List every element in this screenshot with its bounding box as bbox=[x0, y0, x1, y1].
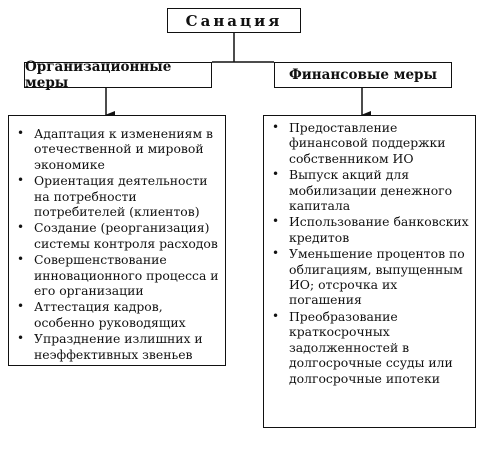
list-item: • Предоставление финансовой поддержки соб… bbox=[270, 120, 471, 166]
list-item-text: Упразднение излишних и неэффективных зве… bbox=[34, 331, 203, 362]
list-item-text: Преобразование краткосрочных задолженнос… bbox=[289, 308, 453, 386]
bullet-icon: • bbox=[17, 299, 25, 314]
bullet-icon: • bbox=[17, 252, 25, 267]
organizational-measures-header: Организационные меры bbox=[24, 59, 212, 91]
list-item: • Совершенствование инновационного процес… bbox=[15, 252, 221, 298]
list-item-text: Совершенствование инновационного процесс… bbox=[34, 252, 219, 299]
list-item-text: Уменьшение процентов по облигациям, выпу… bbox=[289, 246, 465, 308]
list-item-text: Аттестация кадров, особенно руководящих bbox=[34, 299, 186, 330]
financial-measures-header: Финансовые меры bbox=[274, 62, 452, 88]
list-item-text: Выпуск акций для мобилизации денежного к… bbox=[289, 167, 453, 214]
bullet-icon: • bbox=[272, 246, 280, 261]
financial-measures-title: Финансовые меры bbox=[288, 67, 438, 83]
bullet-icon: • bbox=[272, 120, 280, 134]
list-item-text: Ориентация деятельности на потребности п… bbox=[34, 173, 208, 220]
title-box: Санация bbox=[167, 8, 301, 33]
organizational-measures-list: • Адаптация к изменениям в отечественной … bbox=[8, 115, 226, 366]
list-item-text: Использование банковских кредитов bbox=[289, 214, 469, 245]
list-item: • Использование банковских кредитов bbox=[270, 214, 471, 245]
bullet-icon: • bbox=[272, 214, 280, 229]
list-item: • Создание (реорганизация) системы контро… bbox=[15, 220, 221, 251]
list-item: • Преобразование краткосрочных задолженно… bbox=[270, 309, 471, 386]
list-item: • Аттестация кадров, особенно руководящих bbox=[15, 299, 221, 330]
list-item: • Уменьшение процентов по облигациям, вып… bbox=[270, 246, 471, 308]
bullet-icon: • bbox=[17, 173, 25, 188]
organizational-measures-title: Организационные меры bbox=[25, 59, 172, 91]
list-item-text: Адаптация к изменениям в отечественной и… bbox=[34, 126, 214, 172]
list-item-text: Предоставление финансовой поддержки собс… bbox=[289, 120, 446, 166]
list-item-text: Создание (реорганизация) системы контрол… bbox=[34, 220, 218, 251]
list-item: • Ориентация деятельности на потребности … bbox=[15, 173, 221, 219]
list-item: • Упразднение излишних и неэффективных зв… bbox=[15, 331, 221, 362]
list-item: • Выпуск акций для мобилизации денежного … bbox=[270, 167, 471, 213]
bullet-icon: • bbox=[272, 308, 280, 323]
bullet-icon: • bbox=[17, 126, 25, 140]
list-item: • Адаптация к изменениям в отечественной … bbox=[15, 126, 221, 172]
financial-measures-list: • Предоставление финансовой поддержки соб… bbox=[263, 115, 476, 428]
bullet-icon: • bbox=[272, 167, 280, 182]
diagram-title: Санация bbox=[185, 11, 283, 30]
bullet-icon: • bbox=[17, 331, 25, 346]
bullet-icon: • bbox=[17, 220, 25, 235]
